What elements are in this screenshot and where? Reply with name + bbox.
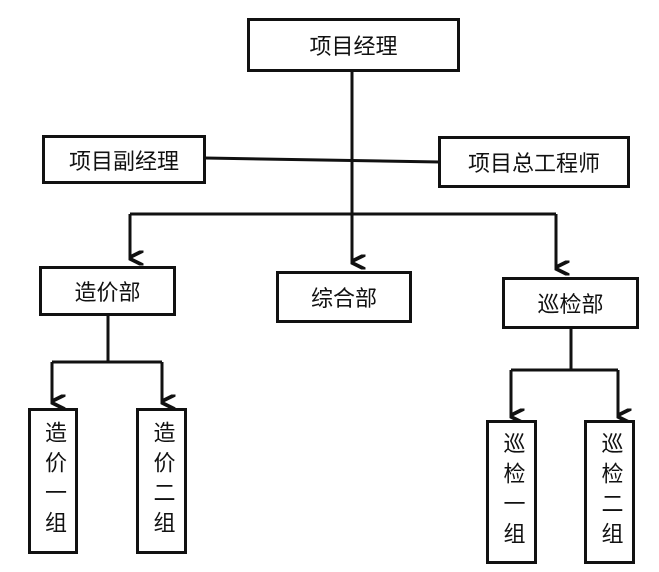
node-inspection-group-1: 巡检一组 bbox=[486, 420, 537, 564]
node-label: 综合部 bbox=[310, 287, 377, 312]
node-project-manager: 项目经理 bbox=[247, 18, 460, 72]
node-label: 巡检部 bbox=[537, 293, 604, 318]
node-label: 造价二组 bbox=[149, 421, 175, 541]
node-chief-engineer: 项目总工程师 bbox=[438, 136, 630, 188]
node-label: 造价一组 bbox=[41, 421, 66, 541]
node-inspection-group-2: 巡检二组 bbox=[584, 420, 635, 564]
node-label: 项目副经理 bbox=[68, 149, 179, 175]
node-deputy-manager: 项目副经理 bbox=[42, 135, 206, 184]
node-label: 巡检二组 bbox=[597, 432, 623, 552]
node-label: 项目总工程师 bbox=[467, 152, 600, 177]
staff-link-line bbox=[204, 156, 441, 164]
node-cost-group-1: 造价一组 bbox=[28, 408, 78, 554]
node-label: 造价部 bbox=[74, 281, 141, 306]
node-inspection-department: 巡检部 bbox=[502, 277, 639, 329]
node-general-department: 综合部 bbox=[276, 271, 412, 323]
node-label: 巡检一组 bbox=[499, 432, 525, 552]
node-cost-group-2: 造价二组 bbox=[136, 408, 187, 554]
node-label: 项目经理 bbox=[309, 35, 398, 60]
node-cost-department: 造价部 bbox=[39, 266, 176, 316]
